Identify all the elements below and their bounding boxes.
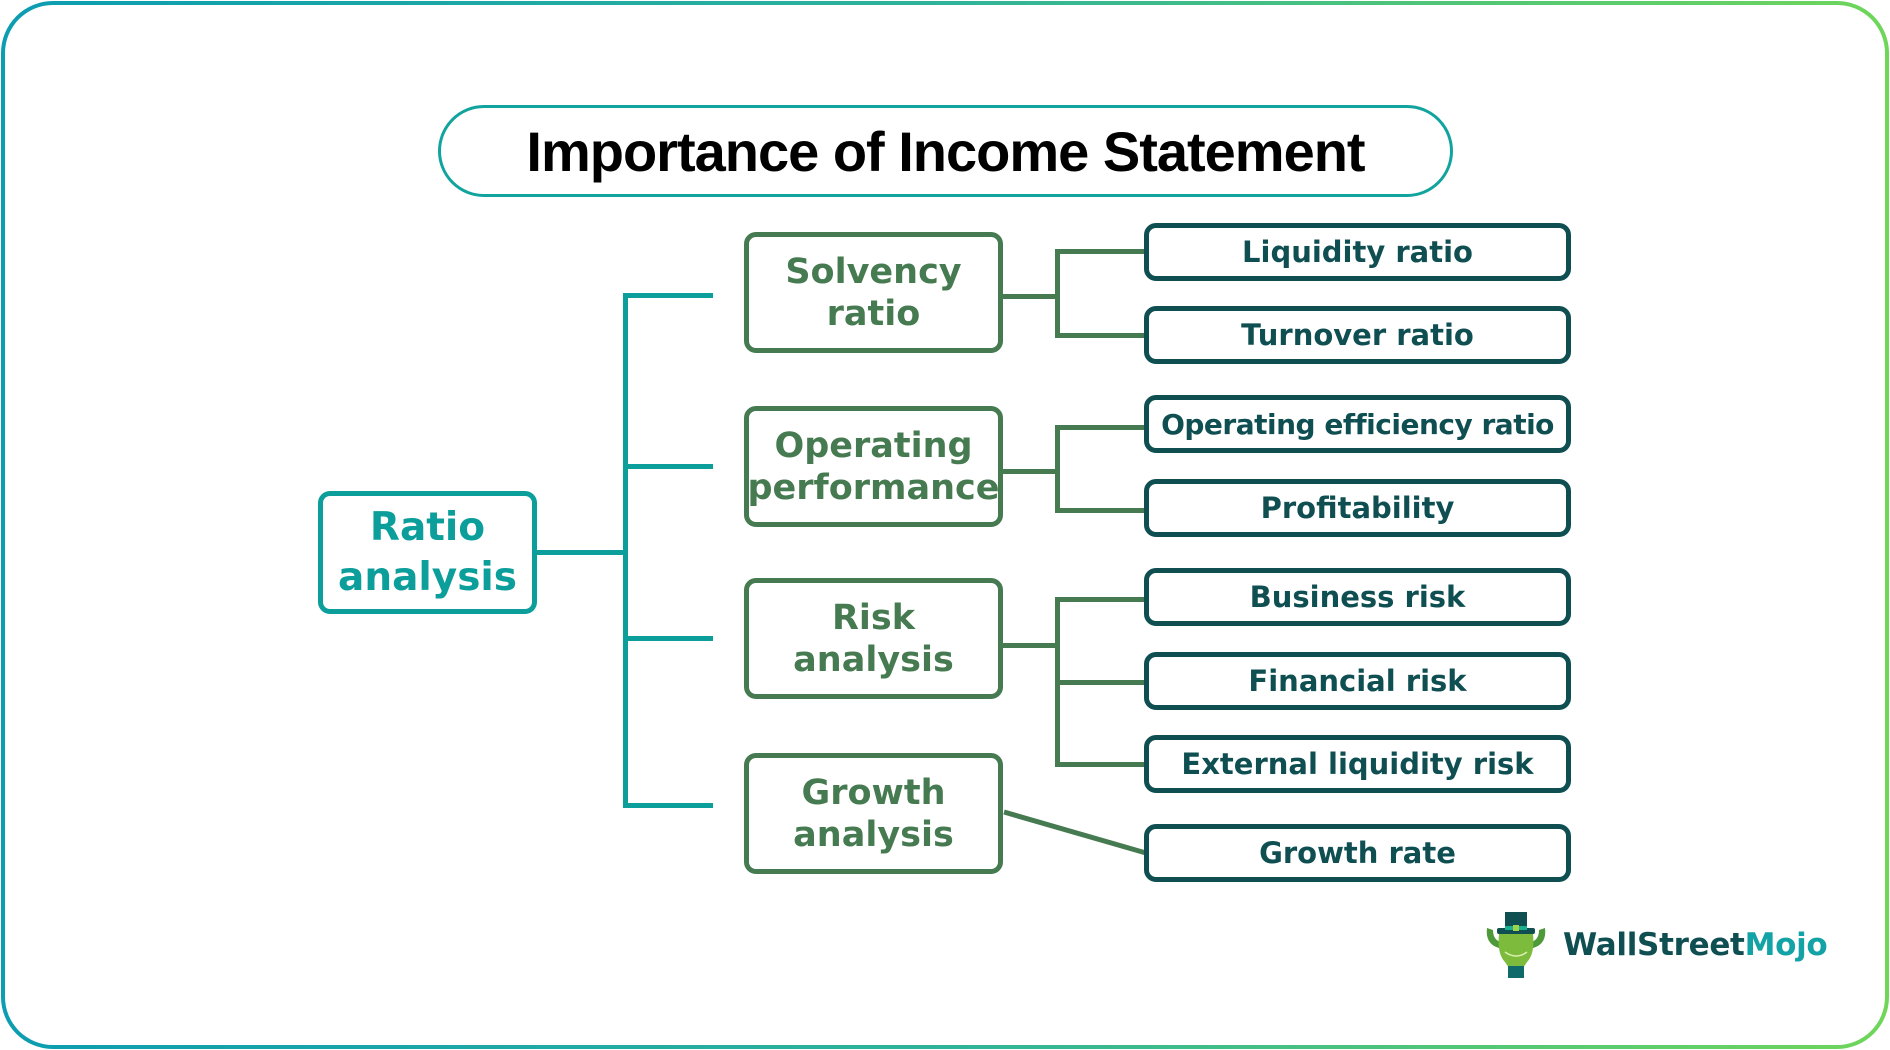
solvency-branch-1 xyxy=(1055,249,1145,254)
leaf-label: Profitability xyxy=(1260,491,1455,525)
leaf-growth-rate: Growth rate xyxy=(1144,824,1571,882)
category-label-line1: Operating xyxy=(774,425,973,466)
category-label-line1: Growth xyxy=(801,772,946,813)
leaf-label: Growth rate xyxy=(1259,836,1456,870)
leaf-label: External liquidity risk xyxy=(1181,747,1534,781)
root-node-ratio-analysis: Ratio analysis xyxy=(318,491,537,614)
branch-solvency xyxy=(623,293,713,298)
risk-branch-3 xyxy=(1055,762,1145,767)
category-label-line2: analysis xyxy=(793,639,954,680)
category-label-line2: ratio xyxy=(826,293,921,334)
brand-part1: WallStreet xyxy=(1563,927,1745,963)
solvency-branch-2 xyxy=(1055,333,1145,338)
root-connector xyxy=(537,550,626,555)
solvency-connector xyxy=(1003,294,1059,299)
leaf-liquidity-ratio: Liquidity ratio xyxy=(1144,223,1571,281)
page-title: Importance of Income Statement xyxy=(526,119,1365,183)
category-label-line1: Solvency xyxy=(785,251,962,292)
brand-part2: Mojo xyxy=(1744,927,1828,963)
leaf-operating-efficiency-ratio: Operating efficiency ratio xyxy=(1144,395,1571,453)
leaf-business-risk: Business risk xyxy=(1144,568,1571,626)
title-pill: Importance of Income Statement xyxy=(438,105,1453,197)
risk-branch-2 xyxy=(1055,680,1145,685)
root-trunk xyxy=(623,293,628,808)
operating-trunk xyxy=(1055,425,1060,513)
category-label-line2: performance xyxy=(747,467,1000,508)
operating-branch-1 xyxy=(1055,425,1145,430)
root-label-line2: analysis xyxy=(338,554,517,600)
growth-connector xyxy=(1003,809,1147,856)
leaf-label: Financial risk xyxy=(1248,664,1467,698)
bull-with-top-hat-icon xyxy=(1486,912,1546,978)
category-label-line1: Risk xyxy=(831,597,916,638)
risk-connector xyxy=(1003,643,1059,648)
branch-growth xyxy=(623,803,713,808)
operating-connector xyxy=(1003,469,1059,474)
leaf-profitability: Profitability xyxy=(1144,479,1571,537)
leaf-label: Operating efficiency ratio xyxy=(1161,407,1554,441)
operating-branch-2 xyxy=(1055,508,1145,513)
brand-wordmark: WallStreetMojo xyxy=(1563,927,1828,963)
branch-risk xyxy=(623,636,713,641)
root-label-line1: Ratio xyxy=(369,504,486,550)
branch-operating xyxy=(623,464,713,469)
brand-logo: WallStreetMojo xyxy=(1483,910,1828,980)
solvency-trunk xyxy=(1055,249,1060,338)
leaf-label: Turnover ratio xyxy=(1241,318,1474,352)
leaf-label: Business risk xyxy=(1249,580,1466,614)
category-label-line2: analysis xyxy=(793,814,954,855)
leaf-turnover-ratio: Turnover ratio xyxy=(1144,306,1571,364)
risk-branch-1 xyxy=(1055,597,1145,602)
leaf-label: Liquidity ratio xyxy=(1242,235,1473,269)
leaf-financial-risk: Financial risk xyxy=(1144,652,1571,710)
leaf-external-liquidity-risk: External liquidity risk xyxy=(1144,735,1571,793)
